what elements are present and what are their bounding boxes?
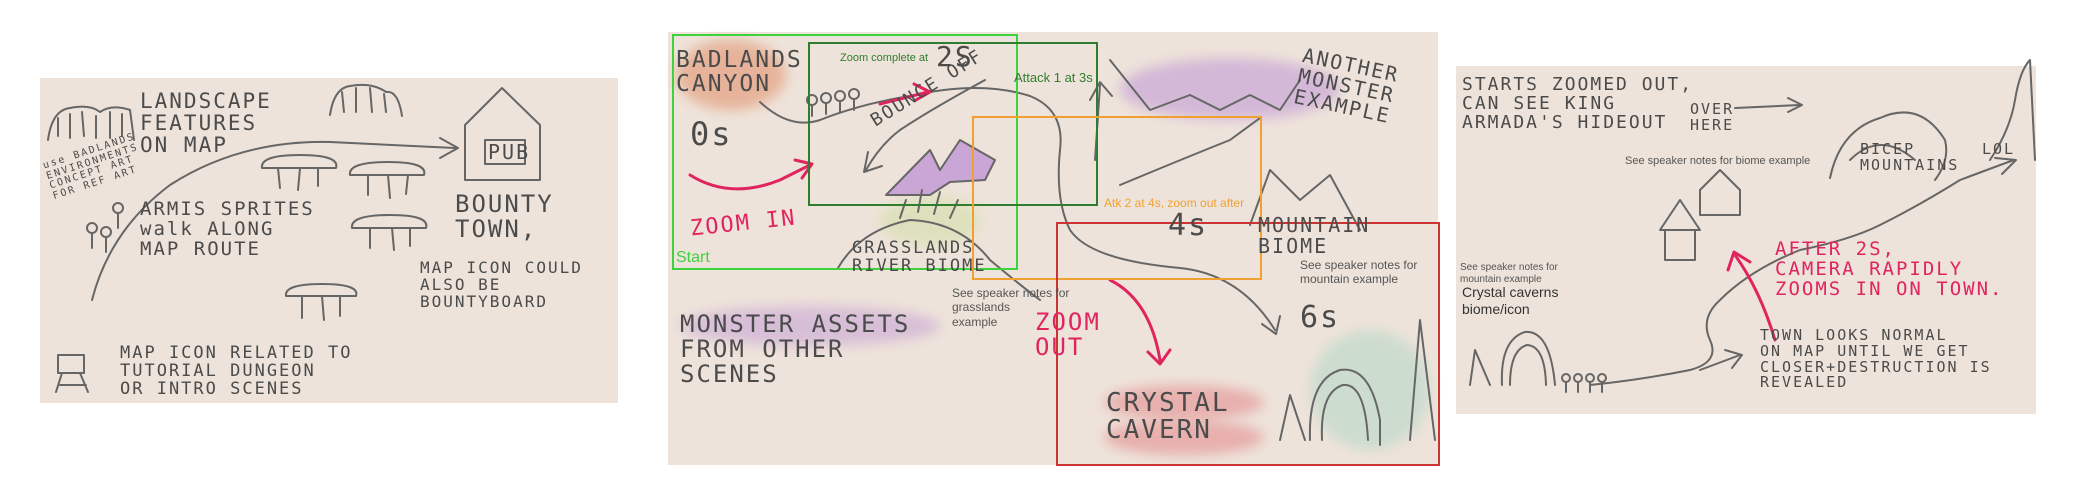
map-icon-bounty-note: MAP ICON COULD ALSO BE BOUNTYBOARD (420, 258, 583, 311)
mountain-notes-panel3: See speaker notes for mountain example (1460, 262, 1558, 285)
zoom-out-view-box (1056, 222, 1440, 466)
monster-color-swatch (1120, 58, 1340, 120)
four-s-label: 4s (1168, 208, 1209, 243)
bicep-mountains-label: BICEP MOUNTAINS (1860, 140, 1960, 174)
landscape-features-label: LANDSCAPE FEATURES ON MAP (140, 89, 272, 158)
map-icon-tutorial-note: MAP ICON RELATED TO TUTORIAL DUNGEON OR … (120, 343, 353, 399)
bounty-town-label: BOUNTY TOWN, (455, 190, 554, 244)
crystal-cavern-swatch-1 (1104, 385, 1264, 420)
biome-notes: See speaker notes for biome example (1625, 155, 1811, 167)
crystal-caverns-label: Crystal caverns biome/icon (1462, 284, 1559, 317)
pub-label: PUB (488, 140, 531, 164)
town-looks-normal-label: TOWN LOOKS NORMAL ON MAP UNTIL WE GET CL… (1760, 326, 1992, 392)
over-here-label: OVER HERE (1690, 100, 1735, 134)
attack1-view-box (808, 42, 1098, 206)
six-s-label: 6s (1300, 300, 1341, 335)
mountain-notes: See speaker notes for mountain example (1300, 258, 1418, 287)
attack2-label: Atk 2 at 4s, zoom out after (1104, 196, 1245, 210)
start-view-box (672, 34, 1018, 270)
panel-bounty-town (40, 78, 618, 403)
start-label: Start (676, 249, 710, 266)
zoom-complete-label: Zoom complete at (840, 52, 929, 64)
after-2s-label: AFTER 2S, CAMERA RAPIDLY ZOOMS IN ON TOW… (1775, 238, 2004, 300)
grasslands-notes: See speaker notes for grasslands example (952, 286, 1070, 329)
crystal-cavern-label: CRYSTAL CAVERN (1106, 388, 1230, 446)
monster-assets-label: MONSTER ASSETS FROM OTHER SCENES (680, 310, 911, 389)
attack1-label: Attack 1 at 3s (1014, 70, 1093, 85)
attack2-view-box (972, 116, 1262, 280)
two-s-label: 2S (936, 40, 974, 73)
panel-king-hideout (1456, 66, 2036, 414)
lol-label: LOL (1982, 140, 2016, 158)
mountain-biome-label: MOUNTAIN BIOME (1258, 213, 1371, 258)
starts-zoomed-label: STARTS ZOOMED OUT, CAN SEE KING ARMADA'S… (1462, 74, 1694, 133)
zoom-out-label: ZOOM OUT (1035, 308, 1101, 362)
armis-sprites-label: ARMIS SPRITES walk ALONG MAP ROUTE (140, 198, 315, 260)
grasslands-label: GRASSLANDS RIVER BIOME (852, 238, 987, 276)
monster-assets-swatch (680, 306, 940, 346)
badlands-color-swatch (676, 40, 786, 110)
badlands-canyon-label: BADLANDS CANYON (676, 47, 803, 98)
crystal-cavern-swatch-2 (1104, 420, 1264, 455)
zero-s-label: 0s (690, 115, 733, 153)
